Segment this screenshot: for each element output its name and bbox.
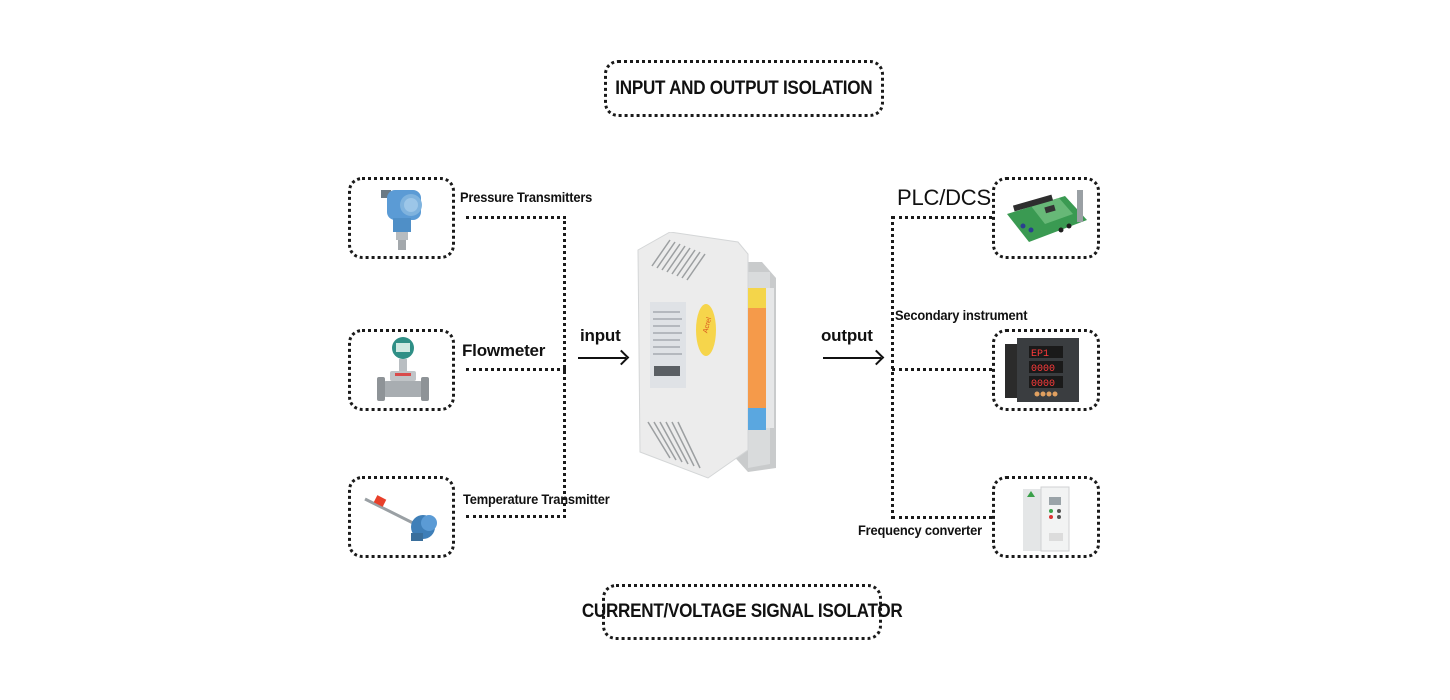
connector-frequency <box>892 516 992 519</box>
panel-meter-icon: EP1 0000 0000 <box>1005 338 1079 402</box>
output-arrow-label: output <box>821 326 873 345</box>
temperature-transmitter-icon <box>364 495 437 541</box>
circuit-board-icon <box>1007 190 1087 242</box>
footer-title: CURRENT/VOLTAGE SIGNAL ISOLATOR <box>581 601 903 622</box>
output-label-secondary: Secondary instrument <box>895 307 1028 323</box>
output-bus-line <box>891 216 894 519</box>
input-box-flowmeter <box>348 329 455 411</box>
output-label-frequency: Frequency converter <box>858 522 982 538</box>
output-box-secondary: EP1 0000 0000 <box>992 329 1100 411</box>
footer-title-box: CURRENT/VOLTAGE SIGNAL ISOLATOR <box>582 584 903 640</box>
connector-plc <box>892 216 992 219</box>
meter-row-3: 0000 <box>1031 379 1055 390</box>
connector-flowmeter <box>466 368 566 371</box>
flowmeter-icon <box>377 337 429 401</box>
pressure-transmitter-icon <box>381 190 422 250</box>
input-label-pressure: Pressure Transmitters <box>460 189 593 205</box>
header-title-box: INPUT AND OUTPUT ISOLATION <box>604 60 884 117</box>
input-box-temperature <box>348 476 455 558</box>
frequency-converter-icon <box>1023 486 1070 552</box>
input-bus-line <box>563 216 566 518</box>
connector-pressure <box>466 216 566 219</box>
output-box-frequency <box>992 476 1100 558</box>
meter-row-1: EP1 <box>1031 349 1049 360</box>
output-box-plc <box>992 177 1100 259</box>
input-label-flowmeter: Flowmeter <box>462 341 546 360</box>
output-label-plc: PLC/DCS <box>897 185 991 210</box>
connector-secondary <box>892 368 992 371</box>
svg-text:Acrel: Acrel <box>702 316 713 334</box>
header-title: INPUT AND OUTPUT ISOLATION <box>615 77 873 99</box>
signal-isolator-device: Acrel <box>637 232 776 479</box>
input-arrow <box>578 357 626 359</box>
meter-row-2: 0000 <box>1031 364 1055 375</box>
input-label-temperature: Temperature Transmitter <box>463 491 610 507</box>
connector-temperature <box>466 515 566 518</box>
input-arrow-label: input <box>580 326 621 345</box>
input-box-pressure <box>348 177 455 259</box>
output-arrow <box>823 357 881 359</box>
